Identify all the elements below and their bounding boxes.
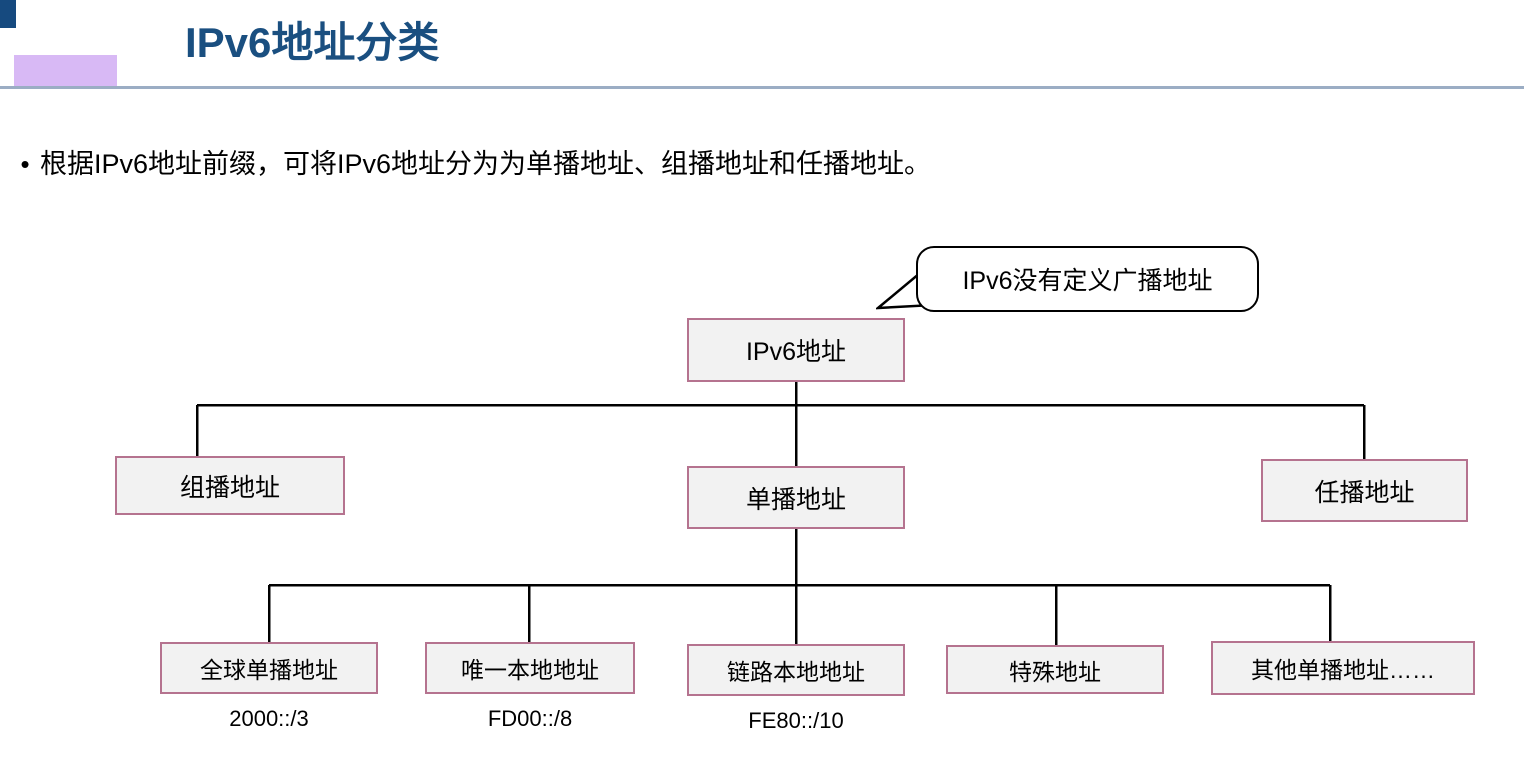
header-divider <box>0 86 1524 89</box>
bullet-marker-icon: • <box>20 149 30 179</box>
node-label: 链路本地地址 <box>727 659 865 685</box>
node-special-address[interactable]: 特殊地址 <box>946 645 1164 694</box>
node-link-local-address[interactable]: 链路本地地址 <box>687 644 905 696</box>
node-label: 唯一本地地址 <box>461 657 599 683</box>
prefix-global-unicast: 2000::/3 <box>229 706 309 731</box>
prefix-unique-local: FD00::/8 <box>487 706 573 731</box>
bullet-paragraph: • 根据IPv6地址前缀，可将IPv6地址分为为单播地址、组播地址和任播地址。 <box>10 149 1510 180</box>
node-label: IPv6地址 <box>745 338 847 366</box>
node-label: 组播地址 <box>179 473 280 502</box>
header-purple-block <box>14 55 117 86</box>
prefix-link-local: FE80::/10 <box>748 708 844 733</box>
node-label: 特殊地址 <box>1009 658 1101 685</box>
bullet-text: 根据IPv6地址前缀，可将IPv6地址分为为单播地址、组播地址和任播地址。 <box>40 149 932 179</box>
node-unique-local-address[interactable]: 唯一本地地址 <box>425 642 635 694</box>
header-accent-block <box>0 0 16 28</box>
node-other-unicast-address[interactable]: 其他单播地址…… <box>1211 641 1475 695</box>
node-label: 单播地址 <box>745 485 846 514</box>
node-ipv6-address[interactable]: IPv6地址 <box>687 318 905 382</box>
node-unicast-address[interactable]: 单播地址 <box>687 466 905 529</box>
callout-text: IPv6没有定义广播地址 <box>962 267 1213 295</box>
node-label: 任播地址 <box>1314 478 1415 507</box>
node-global-unicast-address[interactable]: 全球单播地址 <box>160 642 378 694</box>
node-label: 其他单播地址…… <box>1251 657 1435 683</box>
node-label: 全球单播地址 <box>200 657 338 683</box>
callout-bubble: IPv6没有定义广播地址 <box>916 246 1259 312</box>
page-title: IPv6地址分类 <box>185 19 440 66</box>
node-multicast-address[interactable]: 组播地址 <box>115 456 345 515</box>
node-anycast-address[interactable]: 任播地址 <box>1261 459 1468 522</box>
